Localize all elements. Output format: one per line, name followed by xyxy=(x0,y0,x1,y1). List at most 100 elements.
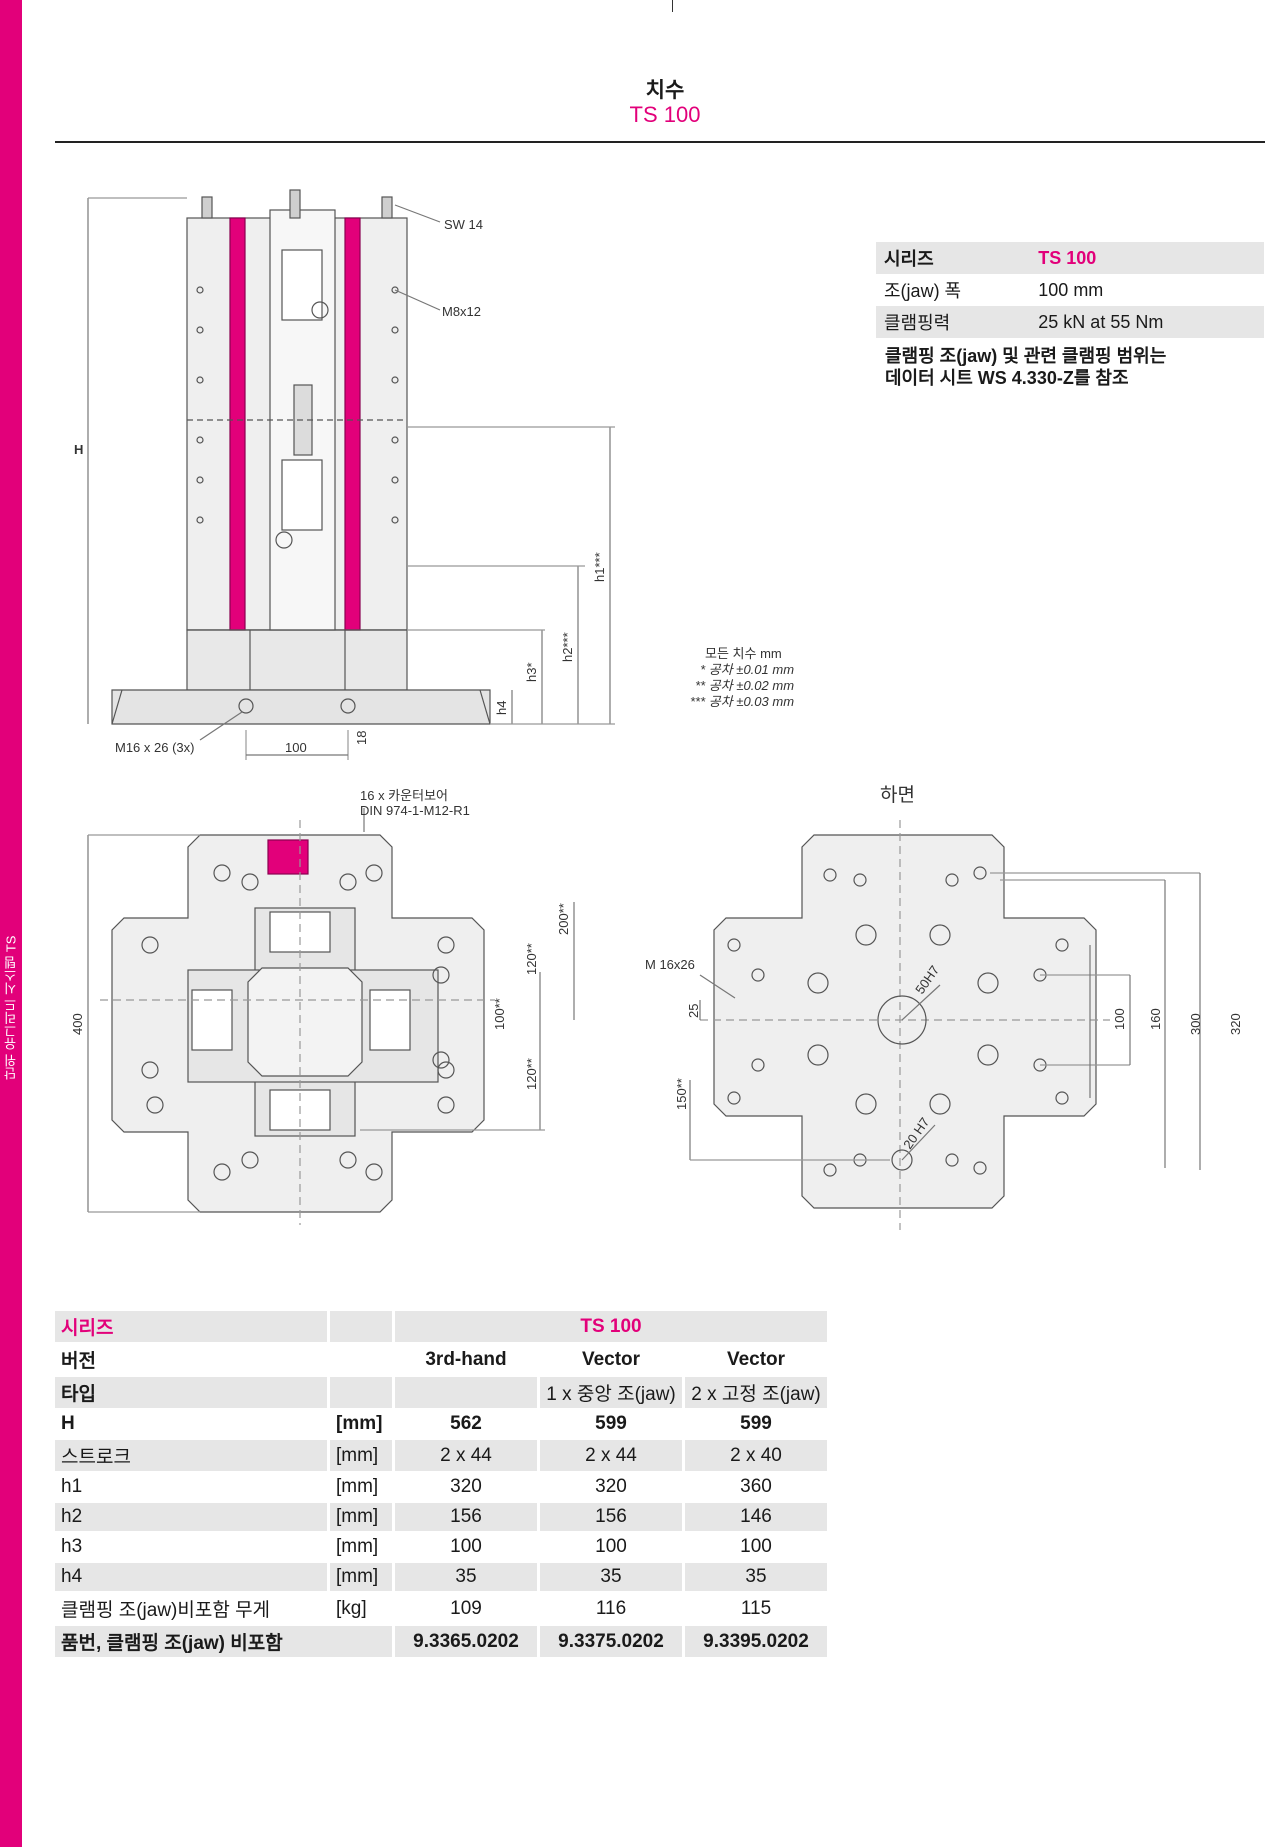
row-part-number: 품번, 클램핑 조(jaw) 비포함 9.3365.0202 9.3375.02… xyxy=(55,1625,830,1659)
row-label: H xyxy=(55,1409,330,1440)
series-value: TS 100 xyxy=(393,1311,830,1344)
row-value: 35 xyxy=(538,1562,685,1593)
row-value: 156 xyxy=(538,1502,685,1533)
tolerance-notes: 모든 치수 mm * 공차 ±0.01 mm ** 공차 ±0.02 mm **… xyxy=(690,643,794,710)
spec-note-line2: 데이터 시트 WS 4.330-Z를 참조 xyxy=(885,368,1129,388)
part-label: 품번, 클램핑 조(jaw) 비포함 xyxy=(55,1625,395,1659)
part-value: 9.3365.0202 xyxy=(393,1625,540,1659)
row-value: 599 xyxy=(683,1409,830,1440)
tolerance-3: *** 공차 ±0.03 mm xyxy=(690,694,795,709)
spec-label: 시리즈 xyxy=(876,242,1031,274)
row-value: 146 xyxy=(683,1502,830,1533)
row-unit: [mm] xyxy=(328,1562,395,1593)
row-label: h2 xyxy=(55,1502,330,1533)
technical-drawings: SW 14 M8x12 H h1*** h2*** h3* h4 M16 x 2… xyxy=(70,189,1243,1230)
version-value: Vector xyxy=(538,1343,685,1377)
type-value: 1 x 중앙 조(jaw) xyxy=(538,1376,685,1410)
row-value: 2 x 44 xyxy=(393,1439,540,1473)
row-value: 156 xyxy=(393,1502,540,1533)
row-label: h3 xyxy=(55,1532,330,1563)
row-value: 116 xyxy=(538,1592,685,1626)
label-d100b: 100** xyxy=(492,998,507,1030)
table-row: h3 [mm] 100 100 100 xyxy=(55,1532,830,1563)
type-label: 타입 xyxy=(55,1376,330,1410)
row-unit: [mm] xyxy=(328,1472,395,1503)
row-value: 2 x 40 xyxy=(683,1439,830,1473)
spec-row-jaw-width: 조(jaw) 폭 100 mm xyxy=(876,274,1264,306)
part-value: 9.3375.0202 xyxy=(538,1625,685,1659)
top-view xyxy=(87,808,575,1225)
spec-value: 25 kN at 55 Nm xyxy=(1030,306,1264,338)
row-value: 35 xyxy=(393,1562,540,1593)
row-value: 562 xyxy=(393,1409,540,1440)
row-value: 115 xyxy=(683,1592,830,1626)
row-unit: [kg] xyxy=(328,1592,395,1626)
row-unit: [mm] xyxy=(328,1502,395,1533)
row-label: 클램핑 조(jaw)비포함 무게 xyxy=(55,1592,330,1626)
label-d150: 150** xyxy=(674,1078,689,1110)
type-value: 2 x 고정 조(jaw) xyxy=(683,1376,830,1410)
label-d120a: 120** xyxy=(524,943,539,975)
label-sw14: SW 14 xyxy=(444,217,483,232)
label-d18: 18 xyxy=(354,731,369,745)
table-row: 클램핑 조(jaw)비포함 무게 [kg] 109 116 115 xyxy=(55,1592,830,1626)
front-view xyxy=(87,189,615,760)
side-bar xyxy=(0,0,22,1847)
label-H: H xyxy=(74,442,83,457)
row-series: 시리즈 TS 100 xyxy=(55,1311,830,1344)
row-value: 599 xyxy=(538,1409,685,1440)
label-h4: h4 xyxy=(494,701,509,715)
label-r320: 320 xyxy=(1228,1013,1243,1035)
tolerance-1: * 공차 ±0.01 mm xyxy=(700,662,795,677)
label-m16-26: M 16x26 xyxy=(645,957,695,972)
version-label: 버전 xyxy=(55,1343,330,1377)
label-d25: 25 xyxy=(686,1004,701,1018)
data-table: 시리즈 TS 100 버전 3rd-hand Vector Vector 타입 … xyxy=(55,1311,830,1659)
page-title: 치수 xyxy=(645,79,685,102)
table-row: 스트로크 [mm] 2 x 44 2 x 44 2 x 40 xyxy=(55,1439,830,1473)
label-h1: h1*** xyxy=(592,552,607,582)
label-counterbore-2: DIN 974-1-M12-R1 xyxy=(360,803,470,818)
row-unit: [mm] xyxy=(328,1532,395,1563)
page-subtitle: TS 100 xyxy=(629,102,701,127)
spec-note-line1: 클램핑 조(jaw) 및 관련 클램핑 범위는 xyxy=(885,346,1167,366)
table-row: h1 [mm] 320 320 360 xyxy=(55,1472,830,1503)
spec-label: 클램핑력 xyxy=(876,306,1031,338)
table-row: h2 [mm] 156 156 146 xyxy=(55,1502,830,1533)
row-unit: [mm] xyxy=(328,1409,395,1440)
row-label: h1 xyxy=(55,1472,330,1503)
row-value: 100 xyxy=(538,1532,685,1563)
label-r300: 300 xyxy=(1188,1013,1203,1035)
tolerance-2: ** 공차 ±0.02 mm xyxy=(695,678,795,693)
spec-row-clamping-force: 클램핑력 25 kN at 55 Nm xyxy=(876,306,1264,338)
row-value: 100 xyxy=(683,1532,830,1563)
bottom-view xyxy=(689,820,1201,1230)
row-version: 버전 3rd-hand Vector Vector xyxy=(55,1343,830,1377)
label-m8: M8x12 xyxy=(442,304,481,319)
header-rule xyxy=(55,141,1265,143)
spec-table: 시리즈 TS 100 조(jaw) 폭 100 mm 클램핑력 25 kN at… xyxy=(876,242,1264,338)
label-h3: h3* xyxy=(524,662,539,682)
label-r100: 100 xyxy=(1112,1008,1127,1030)
top-tick xyxy=(672,0,673,12)
label-d120b: 120** xyxy=(524,1058,539,1090)
row-value: 360 xyxy=(683,1472,830,1503)
label-m16-3x: M16 x 26 (3x) xyxy=(115,740,194,755)
row-unit: [mm] xyxy=(328,1439,395,1473)
spec-row-series: 시리즈 TS 100 xyxy=(876,242,1264,274)
row-value: 320 xyxy=(538,1472,685,1503)
row-label: 스트로크 xyxy=(55,1439,330,1473)
row-value: 320 xyxy=(393,1472,540,1503)
spec-label: 조(jaw) 폭 xyxy=(884,281,962,301)
version-value: Vector xyxy=(683,1343,830,1377)
label-r160: 160 xyxy=(1148,1008,1163,1030)
label-d200: 200** xyxy=(556,903,571,935)
row-value: 109 xyxy=(393,1592,540,1626)
version-value: 3rd-hand xyxy=(393,1343,540,1377)
spec-value: TS 100 xyxy=(1030,242,1264,274)
row-type: 타입 1 x 중앙 조(jaw) 2 x 고정 조(jaw) xyxy=(55,1376,830,1410)
label-d100: 100 xyxy=(285,740,307,755)
label-counterbore-1: 16 x 카운터보어 xyxy=(360,788,448,803)
label-d400: 400 xyxy=(70,1013,85,1035)
table-row: H [mm] 562 599 599 xyxy=(55,1409,830,1440)
